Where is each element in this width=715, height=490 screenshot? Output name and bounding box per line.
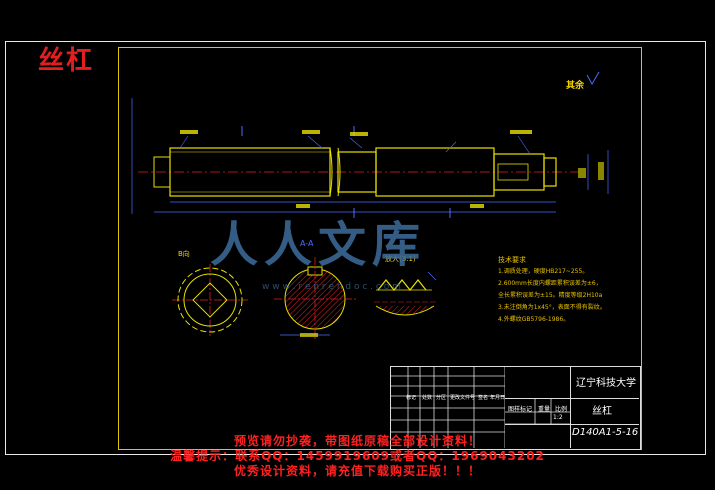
- roughness-symbol-icon: [586, 71, 600, 86]
- shaft-main-view: [131, 98, 609, 218]
- tech-note-line: 3.未注倒角为1x45°，表面不得有裂纹。: [498, 304, 606, 311]
- inner-frame: [118, 47, 642, 450]
- warning-line-2: 温馨提示：联系QQ：1459919609或者QQ：1969043202: [170, 449, 545, 463]
- tb-signer: 签名: [478, 395, 489, 401]
- watermark-logo: 人人文库: [210, 217, 427, 273]
- tech-notes-heading: 技术要求: [498, 256, 526, 264]
- tech-note-line: 1.调质处理，硬度HB217~255。: [498, 268, 589, 275]
- end-view-b: [172, 264, 248, 336]
- tb-signer: 更改文件号: [450, 395, 476, 401]
- tb-header: 图样标记: [508, 406, 533, 413]
- tb-drawing-no: D140A1-5-16: [572, 427, 639, 438]
- tb-header: 比例: [555, 406, 568, 413]
- drawing-title: 丝杠: [38, 46, 95, 76]
- section-a-a: [274, 257, 356, 341]
- warning-line-3: 优秀设计资料，请充值下载购买正版！！！: [233, 464, 481, 478]
- tb-signer: 分区: [436, 395, 447, 401]
- tech-note-line: 2.600mm长度内螺距累积误差为±6，: [498, 280, 602, 287]
- watermark-url: w w w . r e n r e n d o c . c o m: [262, 282, 401, 292]
- section-label: A-A: [300, 239, 314, 248]
- tech-note-line: 全长累积误差为±15。精度等级2H10a: [498, 292, 603, 299]
- thread-detail: [374, 271, 437, 316]
- tb-signer: 处数: [422, 395, 433, 401]
- tb-divider: [505, 424, 639, 425]
- tb-header: 重量: [538, 406, 551, 413]
- tech-notes: 技术要求 1.调质处理，硬度HB217~255。 2.600mm长度内螺距累积误…: [498, 254, 628, 326]
- detail-label: 放大(3:1): [385, 255, 416, 263]
- surface-note: 其余: [566, 81, 585, 91]
- view-b-label: B向: [178, 250, 190, 258]
- tech-note-line: 4.外螺纹GB5796-1986。: [498, 316, 570, 323]
- tb-signer: 标记: [406, 395, 417, 401]
- tb-part-name: 丝杠: [592, 406, 612, 417]
- tb-divider: [505, 398, 639, 399]
- outer-frame: [5, 41, 706, 455]
- tb-school: 辽宁科技大学: [576, 378, 636, 389]
- warning-line-1: 预览请勿抄袭，带图纸原稿全部设计资料！: [233, 434, 481, 448]
- tb-signer: 年月日: [490, 395, 506, 401]
- tb-right-col: [570, 366, 640, 448]
- tb-scale: 1:2: [553, 414, 563, 421]
